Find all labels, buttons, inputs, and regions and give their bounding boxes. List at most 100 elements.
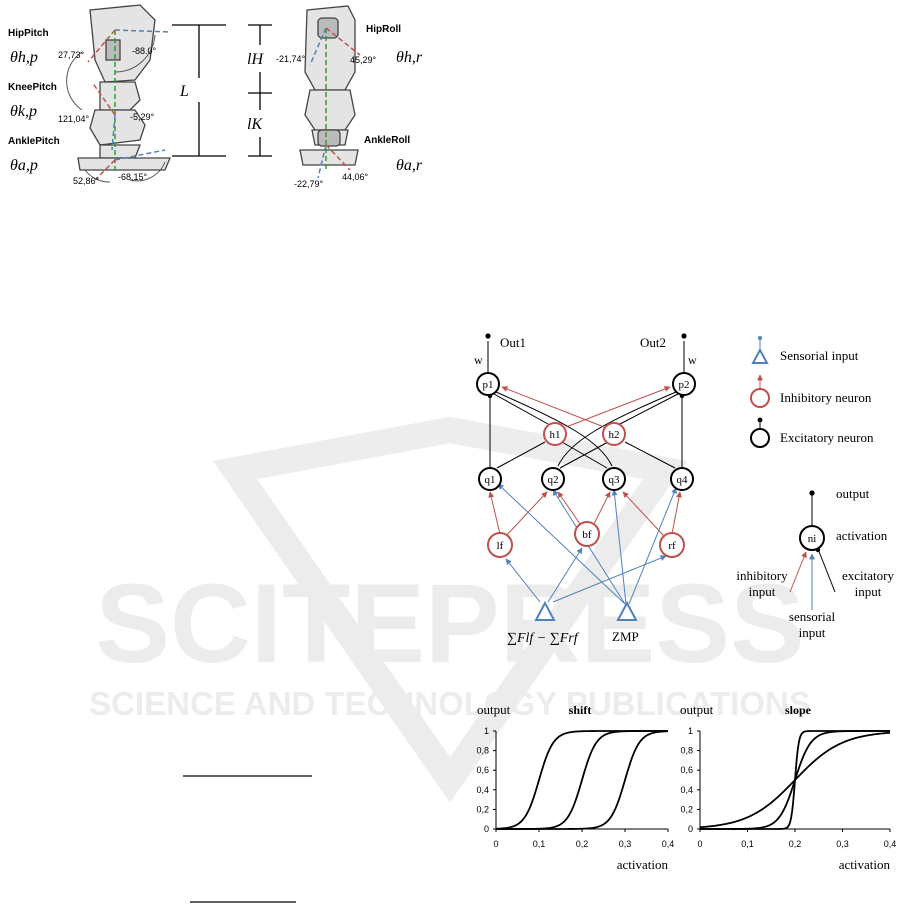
model-activation-label: activation [836,528,888,543]
legend: Sensorial input Inhibitory neuron Excita… [750,336,874,448]
x-tick-label: 0,1 [533,839,546,849]
length-L: L [179,83,189,100]
series-line-3 [496,730,669,830]
legend-inhibitory-icon [750,388,770,408]
joint-label-hip-roll: HipRoll [366,24,401,35]
y-tick-label: 0,8 [476,746,489,756]
model-excitatory-label-1: excitatory [842,568,894,583]
sensor-triangle-force [534,600,556,621]
model-excitatory-label-2: input [855,584,882,599]
neuron-rf [659,532,685,558]
angle-hip-roll-min: -21,74° [276,54,306,64]
pitch-arcs [66,34,166,183]
label-lf: lf [497,540,504,552]
y-tick-label: 0,4 [476,785,489,795]
length-lH: lH [247,51,264,68]
y-tick-label: 0 [688,824,693,834]
length-dimensions [172,24,272,157]
y-axis-label: output [477,702,511,717]
label-bf: bf [582,529,592,541]
neuron-q3 [602,467,626,491]
x-tick-label: 0 [697,839,702,849]
leg-side-view [77,4,171,171]
series-line-2 [496,730,668,830]
label-q3: q3 [609,474,621,486]
chart-title: shift [569,703,592,717]
robot-leg-figure: HipPitch θh,p KneePitch θk,p AnklePitch … [8,4,423,189]
sensorial-connections [497,483,677,605]
label-q1: q1 [485,474,496,486]
symbol-ankle-roll: θa,r [396,157,423,174]
angle-ankle-pitch-max: 52,86° [73,176,100,186]
angle-ankle-roll-min: -22,79° [294,179,324,189]
legend-sensorial-dot [758,336,762,340]
sensor-triangle-zmp [616,600,638,621]
leg-front-view [299,5,359,166]
y-tick-label: 0,2 [680,804,693,814]
neuron-h2 [602,422,626,446]
angle-knee-pitch-max: 121,04° [58,114,90,124]
neuron-bf [574,521,600,547]
model-inhibitory-label-2: input [749,584,776,599]
y-tick-label: 0,4 [680,785,693,795]
joint-label-ankle-roll: AnkleRoll [364,135,410,146]
y-axis-label: output [680,702,714,717]
y-tick-label: 1 [484,726,489,736]
label-h1: h1 [550,429,561,441]
neuron-p2 [672,372,696,396]
model-output-label: output [836,486,870,501]
watermark: SCITEPRESS SCIENCE AND TECHNOLOGY PUBLIC… [89,416,811,803]
angle-ankle-pitch-min: -68,15° [118,172,148,182]
joint-label-ankle-pitch: AnklePitch [8,136,60,147]
neuron-q2 [541,467,565,491]
neuron-p1 [476,372,500,396]
symbol-ankle-pitch: θa,p [10,157,38,174]
x-tick-label: 0,4 [662,839,675,849]
output-2-label: Out2 [640,335,666,350]
y-tick-label: 0,2 [476,804,489,814]
model-inhibitory-input [789,551,807,593]
neuron-q1 [478,467,502,491]
label-p2: p2 [679,379,690,391]
angle-ankle-roll-max: 44,06° [342,172,369,182]
model-neuron-label: ni [808,533,817,545]
model-inhibitory-label-1: inhibitory [736,568,788,583]
x-tick-label: 0 [493,839,498,849]
x-axis-label: activation [839,857,891,872]
legend-excitatory-label: Excitatory neuron [780,430,874,445]
y-tick-label: 0,6 [680,765,693,775]
symbol-hip-roll: θh,r [396,49,423,66]
chart-title: slope [785,703,812,717]
x-tick-label: 0,3 [619,839,632,849]
series-line-3 [700,730,890,830]
y-tick-label: 0,6 [476,765,489,775]
legend-excitatory-icon [750,428,770,448]
input-zmp-label: ZMP [612,629,639,644]
legend-sensorial-icon [751,347,769,364]
neuron-labels: p1 p2 h1 h2 q1 q2 q3 q4 lf bf rf [483,379,690,552]
angle-knee-pitch-min: -5,29° [130,112,155,122]
watermark-title: SCITEPRESS [95,561,805,686]
roll-axes [309,27,361,179]
x-tick-label: 0,2 [576,839,589,849]
label-q2: q2 [548,474,559,486]
x-tick-label: 0,3 [836,839,849,849]
label-h2: h2 [609,429,620,441]
angle-hip-pitch-min: 27,73° [58,50,85,60]
neuron-q4 [670,467,694,491]
joint-label-knee-pitch: KneePitch [8,82,57,93]
legend-sensorial-label: Sensorial input [780,348,859,363]
pitch-axes [87,29,171,181]
model-sensorial-label-2: input [799,625,826,640]
model-excitatory-input [817,548,836,593]
y-tick-label: 1 [688,726,693,736]
network-diagram: p1 p2 h1 h2 q1 q2 q3 q4 lf bf rf Out1 Ou… [474,333,697,646]
legend-inhibitory-label: Inhibitory neuron [780,390,872,405]
neuron-lf [487,532,513,558]
x-axis-label: activation [617,857,669,872]
label-p1: p1 [483,379,494,391]
weight-2-label: w [688,353,697,367]
x-tick-label: 0,2 [789,839,802,849]
